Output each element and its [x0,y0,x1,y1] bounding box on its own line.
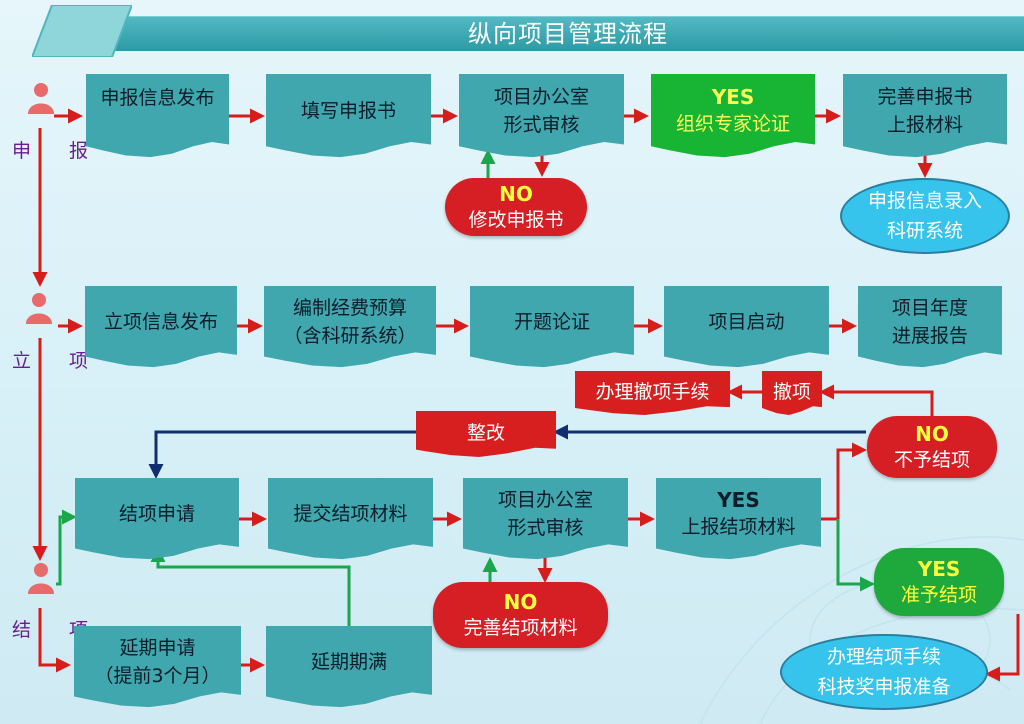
node-expert-review-yes: YES [711,85,755,109]
node-final-procedure: 办理结项手续 科技奖申报准备 [780,634,988,710]
node-closing-apply: 结项申请 [75,478,239,560]
node-final-procedure-line1: 办理结项手续 [826,646,941,668]
node-fill-form: 填写申报书 [266,74,431,158]
title-bar: 纵向项目管理流程 [112,16,1024,51]
node-submit-closing-materials-text: 提交结项材料 [293,503,408,525]
node-withdraw-procedure: 办理撤项手续 [575,371,730,415]
node-budget: 编制经费预算 （含科研系统） [264,286,436,368]
stage-label-approve: 立 项 [12,350,105,372]
node-report-closing-materials: YES 上报结项材料 [656,478,821,560]
node-withdraw-text: 撤项 [772,380,811,403]
node-system-entry-line1: 申报信息录入 [867,190,982,212]
node-final-procedure-line2: 科技奖申报准备 [817,676,951,698]
node-complete-closing-materials: NO 完善结项材料 [433,582,608,648]
person-icon-approve [26,293,52,324]
node-fill-form-text: 填写申报书 [300,100,396,122]
node-budget-line1: 编制经费预算 [292,297,407,319]
person-icon-close [28,563,54,594]
node-budget-line2: （含科研系统） [283,325,417,347]
node-reject-closing-no: NO [915,422,949,446]
node-office-review-close-line1: 项目办公室 [497,489,593,511]
node-approve-closing-text: 准予结项 [900,584,977,606]
node-expert-review: YES 组织专家论证 [651,74,815,158]
node-expert-review-text: 组织专家论证 [675,113,790,135]
node-annual-report: 项目年度 进展报告 [858,286,1002,368]
node-apply-info-release: 申报信息发布 [86,74,229,158]
node-apply-info-release-text: 申报信息发布 [100,87,215,109]
node-rectify-text: 整改 [466,421,505,444]
node-office-review-apply-line1: 项目办公室 [493,86,589,108]
node-extension-expire: 延期期满 [266,626,432,708]
node-complete-closing-text: 完善结项材料 [463,617,578,639]
node-submit-closing-materials: 提交结项材料 [268,478,433,560]
node-project-start-text: 项目启动 [708,311,785,333]
stage-label-apply: 申 报 [12,140,105,162]
node-report-closing-text: 上报结项材料 [681,516,796,538]
node-extension-expire-text: 延期期满 [310,651,387,673]
node-report-closing-yes: YES [717,488,760,512]
node-extension-apply: 延期申请 （提前3个月） [74,626,241,708]
node-system-entry-line2: 科研系统 [886,220,963,242]
node-extension-apply-line2: （提前3个月） [94,665,221,687]
node-annual-report-line1: 项目年度 [891,297,968,319]
node-revise-application-no: NO [499,182,533,206]
node-annual-report-line2: 进展报告 [891,325,968,347]
person-icon-apply [28,83,54,114]
node-withdraw-procedure-text: 办理撤项手续 [595,380,710,403]
node-office-review-close: 项目办公室 形式审核 [463,478,628,560]
node-reject-closing-text: 不予结项 [893,449,970,471]
node-approve-closing: YES 准予结项 [874,548,1004,616]
node-system-entry: 申报信息录入 科研系统 [840,178,1010,254]
node-project-start: 项目启动 [664,286,829,368]
node-extension-apply-line1: 延期申请 [119,637,196,659]
node-office-review-apply: 项目办公室 形式审核 [459,74,624,158]
node-submit-materials: 完善申报书 上报材料 [843,74,1007,158]
node-reject-closing: NO 不予结项 [867,416,997,478]
node-approve-info-release-text: 立项信息发布 [103,311,218,333]
node-complete-closing-no: NO [503,590,538,614]
node-approve-closing-yes: YES [917,557,961,581]
node-office-review-apply-line2: 形式审核 [503,114,580,136]
node-office-review-close-line2: 形式审核 [507,517,584,539]
node-closing-apply-text: 结项申请 [118,503,195,525]
node-revise-application-text: 修改申报书 [468,209,564,231]
page-title: 纵向项目管理流程 [468,20,668,48]
node-kickoff: 开题论证 [470,286,634,368]
node-submit-materials-line2: 上报材料 [886,114,963,136]
node-approve-info-release: 立项信息发布 [85,286,237,368]
node-revise-application: NO 修改申报书 [445,178,587,236]
title-accent-shape [32,5,132,57]
node-kickoff-text: 开题论证 [513,311,590,333]
node-submit-materials-line1: 完善申报书 [877,86,973,108]
